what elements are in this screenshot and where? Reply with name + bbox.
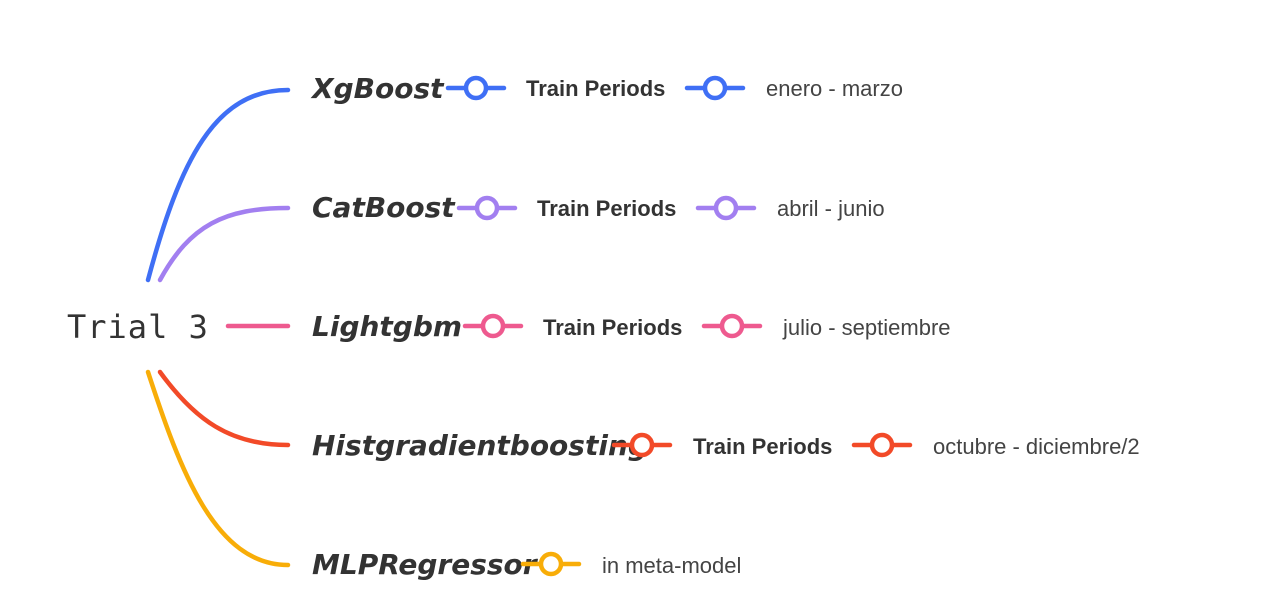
- connector-node-icon: [611, 432, 673, 458]
- period-label[interactable]: Train Periods: [526, 76, 665, 101]
- connector-catboost: [157, 205, 291, 283]
- period-label[interactable]: Train Periods: [543, 315, 682, 340]
- period-value[interactable]: enero - marzo: [766, 76, 903, 101]
- branch-catboost: CatBoost Train Periods abril - junio: [312, 191, 885, 224]
- period-value[interactable]: julio - septiembre: [782, 315, 951, 340]
- connector-node-icon: [456, 195, 518, 221]
- period-value[interactable]: abril - junio: [777, 196, 885, 221]
- period-label[interactable]: Train Periods: [693, 434, 832, 459]
- connector-circle: [480, 313, 506, 339]
- period-label[interactable]: Train Periods: [537, 196, 676, 221]
- connector-node-icon: [851, 432, 913, 458]
- connector-circle: [869, 432, 895, 458]
- connector-circle: [474, 195, 500, 221]
- root-connectors: [145, 87, 291, 568]
- connector-mlpregressor: [145, 369, 291, 568]
- period-value[interactable]: octubre - diciembre/2: [933, 434, 1140, 459]
- branch-mlpregressor: MLPRegressor in meta-model: [312, 548, 741, 581]
- branch-histgradientboosting: Histgradientboosting Train Periods octub…: [312, 429, 1140, 462]
- connector-xgboost: [145, 87, 291, 283]
- connector-node-icon: [695, 195, 757, 221]
- connector-node-icon: [520, 551, 582, 577]
- connector-circle: [463, 75, 489, 101]
- connector-node-icon: [445, 75, 507, 101]
- model-label[interactable]: Histgradientboosting: [312, 429, 648, 462]
- model-label[interactable]: Lightgbm: [312, 310, 462, 343]
- root-node[interactable]: Trial 3: [67, 308, 209, 346]
- model-label[interactable]: XgBoost: [310, 72, 445, 105]
- connector-circle: [713, 195, 739, 221]
- period-value[interactable]: in meta-model: [602, 553, 741, 578]
- connector-circle: [538, 551, 564, 577]
- connector-node-icon: [462, 313, 524, 339]
- model-label[interactable]: CatBoost: [312, 191, 456, 224]
- connector-node-icon: [701, 313, 763, 339]
- connector-circle: [629, 432, 655, 458]
- connector-histgradientboosting: [157, 369, 291, 448]
- connector-circle: [719, 313, 745, 339]
- branch-xgboost: XgBoost Train Periods enero - marzo: [310, 72, 903, 105]
- model-label[interactable]: MLPRegressor: [312, 548, 539, 581]
- connector-node-icon: [684, 75, 746, 101]
- branch-lightgbm: Lightgbm Train Periods julio - septiembr…: [312, 310, 951, 343]
- connector-circle: [702, 75, 728, 101]
